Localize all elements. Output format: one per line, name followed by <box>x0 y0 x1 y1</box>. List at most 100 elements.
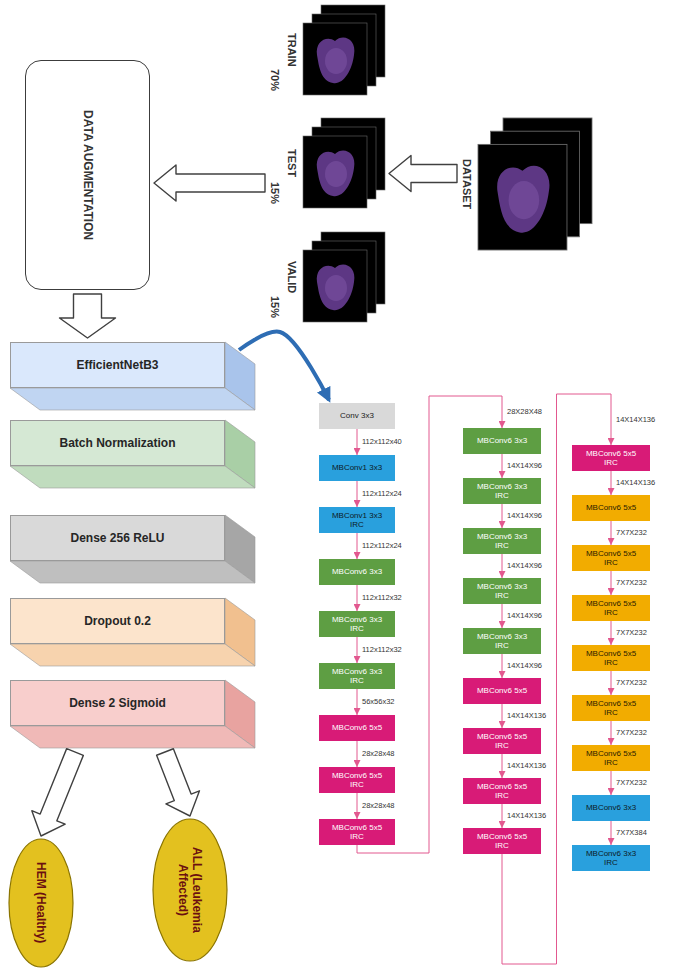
cell-image-stack <box>303 118 385 208</box>
node-label: MBConv6 3x3 IRC <box>473 482 531 500</box>
node-label: MBConv6 5x5 IRC <box>582 749 640 767</box>
node-label: MBConv6 3x3 <box>477 436 527 445</box>
tensor-size: 14X14X96 <box>506 562 543 570</box>
mbconv-block: MBConv6 5x5 <box>463 678 541 704</box>
node-label: MBConv6 5x5 IRC <box>473 782 531 800</box>
node-label: MBConv6 3x3 IRC <box>473 582 531 600</box>
block-arrow <box>157 749 200 816</box>
node-label: MBConv6 3x3 IRC <box>582 849 640 867</box>
flow-arrow <box>611 821 612 845</box>
mbconv-block: MBConv6 3x3 IRC <box>463 628 541 654</box>
node-label: MBConv6 3x3 IRC <box>328 667 386 685</box>
mbconv-block: Conv 3x3 <box>319 403 395 429</box>
flow-arrow <box>611 471 612 495</box>
cell-image-stack <box>478 118 592 250</box>
flow-arrow <box>357 585 358 611</box>
node-label: Batch Normalization <box>59 436 175 450</box>
mbconv-block: MBConv6 3x3 IRC <box>463 578 541 604</box>
node-label: MBConv6 5x5 IRC <box>473 832 531 850</box>
node-label: TRAIN <box>286 33 298 67</box>
node-label: MBConv6 5x5 <box>477 686 527 695</box>
node-label: Dropout 0.2 <box>84 614 151 628</box>
node-label: TEST <box>286 149 298 177</box>
node-label: MBConv6 5x5 <box>332 723 382 732</box>
node-label: MBConv6 5x5 IRC <box>473 732 531 750</box>
tensor-size: 56x56x32 <box>361 698 396 706</box>
tensor-size: 14X14X96 <box>506 612 543 620</box>
node-label: MBConv6 5x5 IRC <box>582 449 640 467</box>
tensor-size: 14X14X96 <box>506 662 543 670</box>
node-label: MBConv6 5x5 IRC <box>582 649 640 667</box>
flow-arrow <box>357 533 358 559</box>
mbconv-block: MBConv6 5x5 IRC <box>319 767 395 793</box>
flow-arrow <box>357 689 358 715</box>
cell-image-stack <box>303 232 385 322</box>
tensor-size: 14X14X136 <box>615 479 656 487</box>
flow-arrow <box>611 671 612 695</box>
mbconv-block: MBConv6 5x5 IRC <box>463 728 541 754</box>
tensor-size: 14X14X96 <box>506 462 543 470</box>
flow-arrow <box>502 654 503 678</box>
layer-block: Dense 256 ReLU <box>10 515 225 561</box>
node-label: Dense 2 Sigmoid <box>69 696 166 710</box>
mbconv-block: MBConv1 3x3 IRC <box>319 507 395 533</box>
flow-arrow <box>611 721 612 745</box>
node-label: VALID <box>286 261 298 293</box>
mbconv-block: MBConv6 3x3 <box>463 428 541 454</box>
image-stack: TEST15% <box>269 118 385 208</box>
flow-arrow <box>357 429 358 455</box>
node-label: MBConv1 3x3 IRC <box>328 511 386 529</box>
node-label: EfficientNetB3 <box>76 358 158 372</box>
flow-arrow <box>611 521 612 545</box>
mbconv-block: MBConv6 3x3 <box>319 559 395 585</box>
layer-depth <box>10 466 255 488</box>
mbconv-block: MBConv6 5x5 IRC <box>319 819 395 845</box>
layer-depth <box>10 726 255 748</box>
flow-arrow <box>502 454 503 478</box>
node-label: MBConv6 5x5 IRC <box>328 771 386 789</box>
mbconv-block: MBConv6 3x3 IRC <box>319 611 395 637</box>
tensor-size: 7X7X232 <box>615 629 648 637</box>
node-label: ALL (Leukemia Affected) <box>176 838 204 942</box>
node-label: MBConv6 3x3 IRC <box>473 632 531 650</box>
node-label: Dense 256 ReLU <box>70 531 164 545</box>
tensor-size: 7X7X232 <box>615 579 648 587</box>
flow-arrow <box>502 754 503 778</box>
tensor-size: 14X14X136 <box>506 712 547 720</box>
tensor-size: 14X14X96 <box>506 512 543 520</box>
tensor-size: 14X14X136 <box>506 762 547 770</box>
tensor-size: 112x112x32 <box>361 646 403 654</box>
flow-arrow <box>611 771 612 795</box>
flow-arrow <box>357 741 358 767</box>
node-label: 15% <box>269 296 281 318</box>
node-label: HEM (Healthy) <box>34 862 48 943</box>
tensor-size: 14X14X136 <box>615 416 656 424</box>
flow-arrow <box>611 621 612 645</box>
process-box: DATA AUGMENTATION <box>25 60 150 290</box>
tensor-size: 7X7X232 <box>615 679 648 687</box>
flow-arrow <box>502 804 503 828</box>
tensor-size: 7X7X232 <box>615 529 648 537</box>
mbconv-block: MBConv6 3x3 IRC <box>319 663 395 689</box>
node-label: MBConv6 5x5 <box>586 503 636 512</box>
output-ellipse: HEM (Healthy) <box>8 838 74 968</box>
mbconv-block: MBConv6 5x5 IRC <box>572 545 650 571</box>
node-label: MBConv6 3x3 <box>332 567 382 576</box>
block-arrow <box>389 156 457 192</box>
node-label: Conv 3x3 <box>340 411 374 420</box>
mbconv-block: MBConv6 5x5 IRC <box>463 778 541 804</box>
cell-image-stack <box>303 5 385 95</box>
node-label: MBConv6 5x5 IRC <box>582 699 640 717</box>
tensor-size: 7X7X232 <box>615 779 648 787</box>
mbconv-block: MBConv6 3x3 <box>572 795 650 821</box>
layer-block: Dense 2 Sigmoid <box>10 680 225 726</box>
image-stack: TRAIN70% <box>269 5 385 95</box>
tensor-size: 7X7X232 <box>615 729 648 737</box>
node-label: MBConv6 3x3 <box>586 803 636 812</box>
flow-arrow <box>357 793 358 819</box>
node-label: MBConv6 5x5 IRC <box>328 823 386 841</box>
layer-depth <box>10 561 255 583</box>
mbconv-block: MBConv1 3x3 <box>319 455 395 481</box>
tensor-size: 112x112x24 <box>361 490 403 498</box>
tensor-size: 28x28x48 <box>361 750 396 758</box>
